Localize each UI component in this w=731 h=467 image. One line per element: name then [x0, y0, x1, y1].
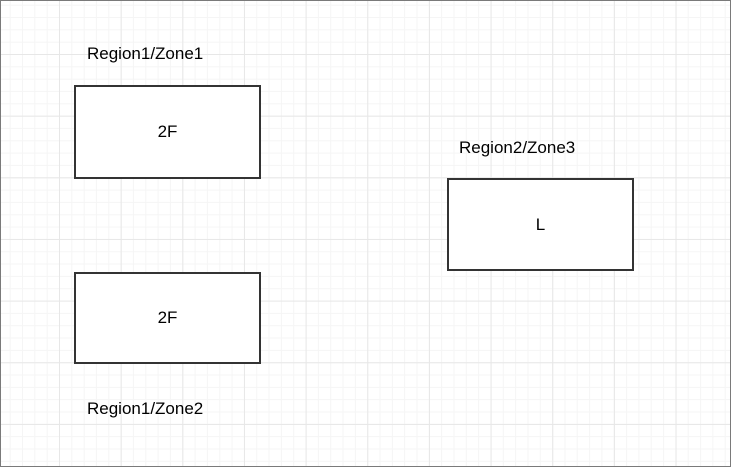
label-region1-zone2[interactable]: Region1/Zone2 — [87, 399, 204, 418]
shape-region1-zone1[interactable]: 2F — [74, 85, 261, 179]
shape-region2-zone3-text: L — [535, 214, 546, 234]
label-region1-zone1[interactable]: Region1/Zone1 — [87, 44, 204, 63]
shape-region1-zone2[interactable]: 2F — [74, 272, 261, 364]
shape-region2-zone3[interactable]: L — [447, 178, 634, 271]
label-region2-zone3[interactable]: Region2/Zone3 — [459, 138, 576, 157]
shape-region1-zone2-text: 2F — [157, 308, 178, 327]
shape-region1-zone1-text: 2F — [157, 122, 178, 141]
